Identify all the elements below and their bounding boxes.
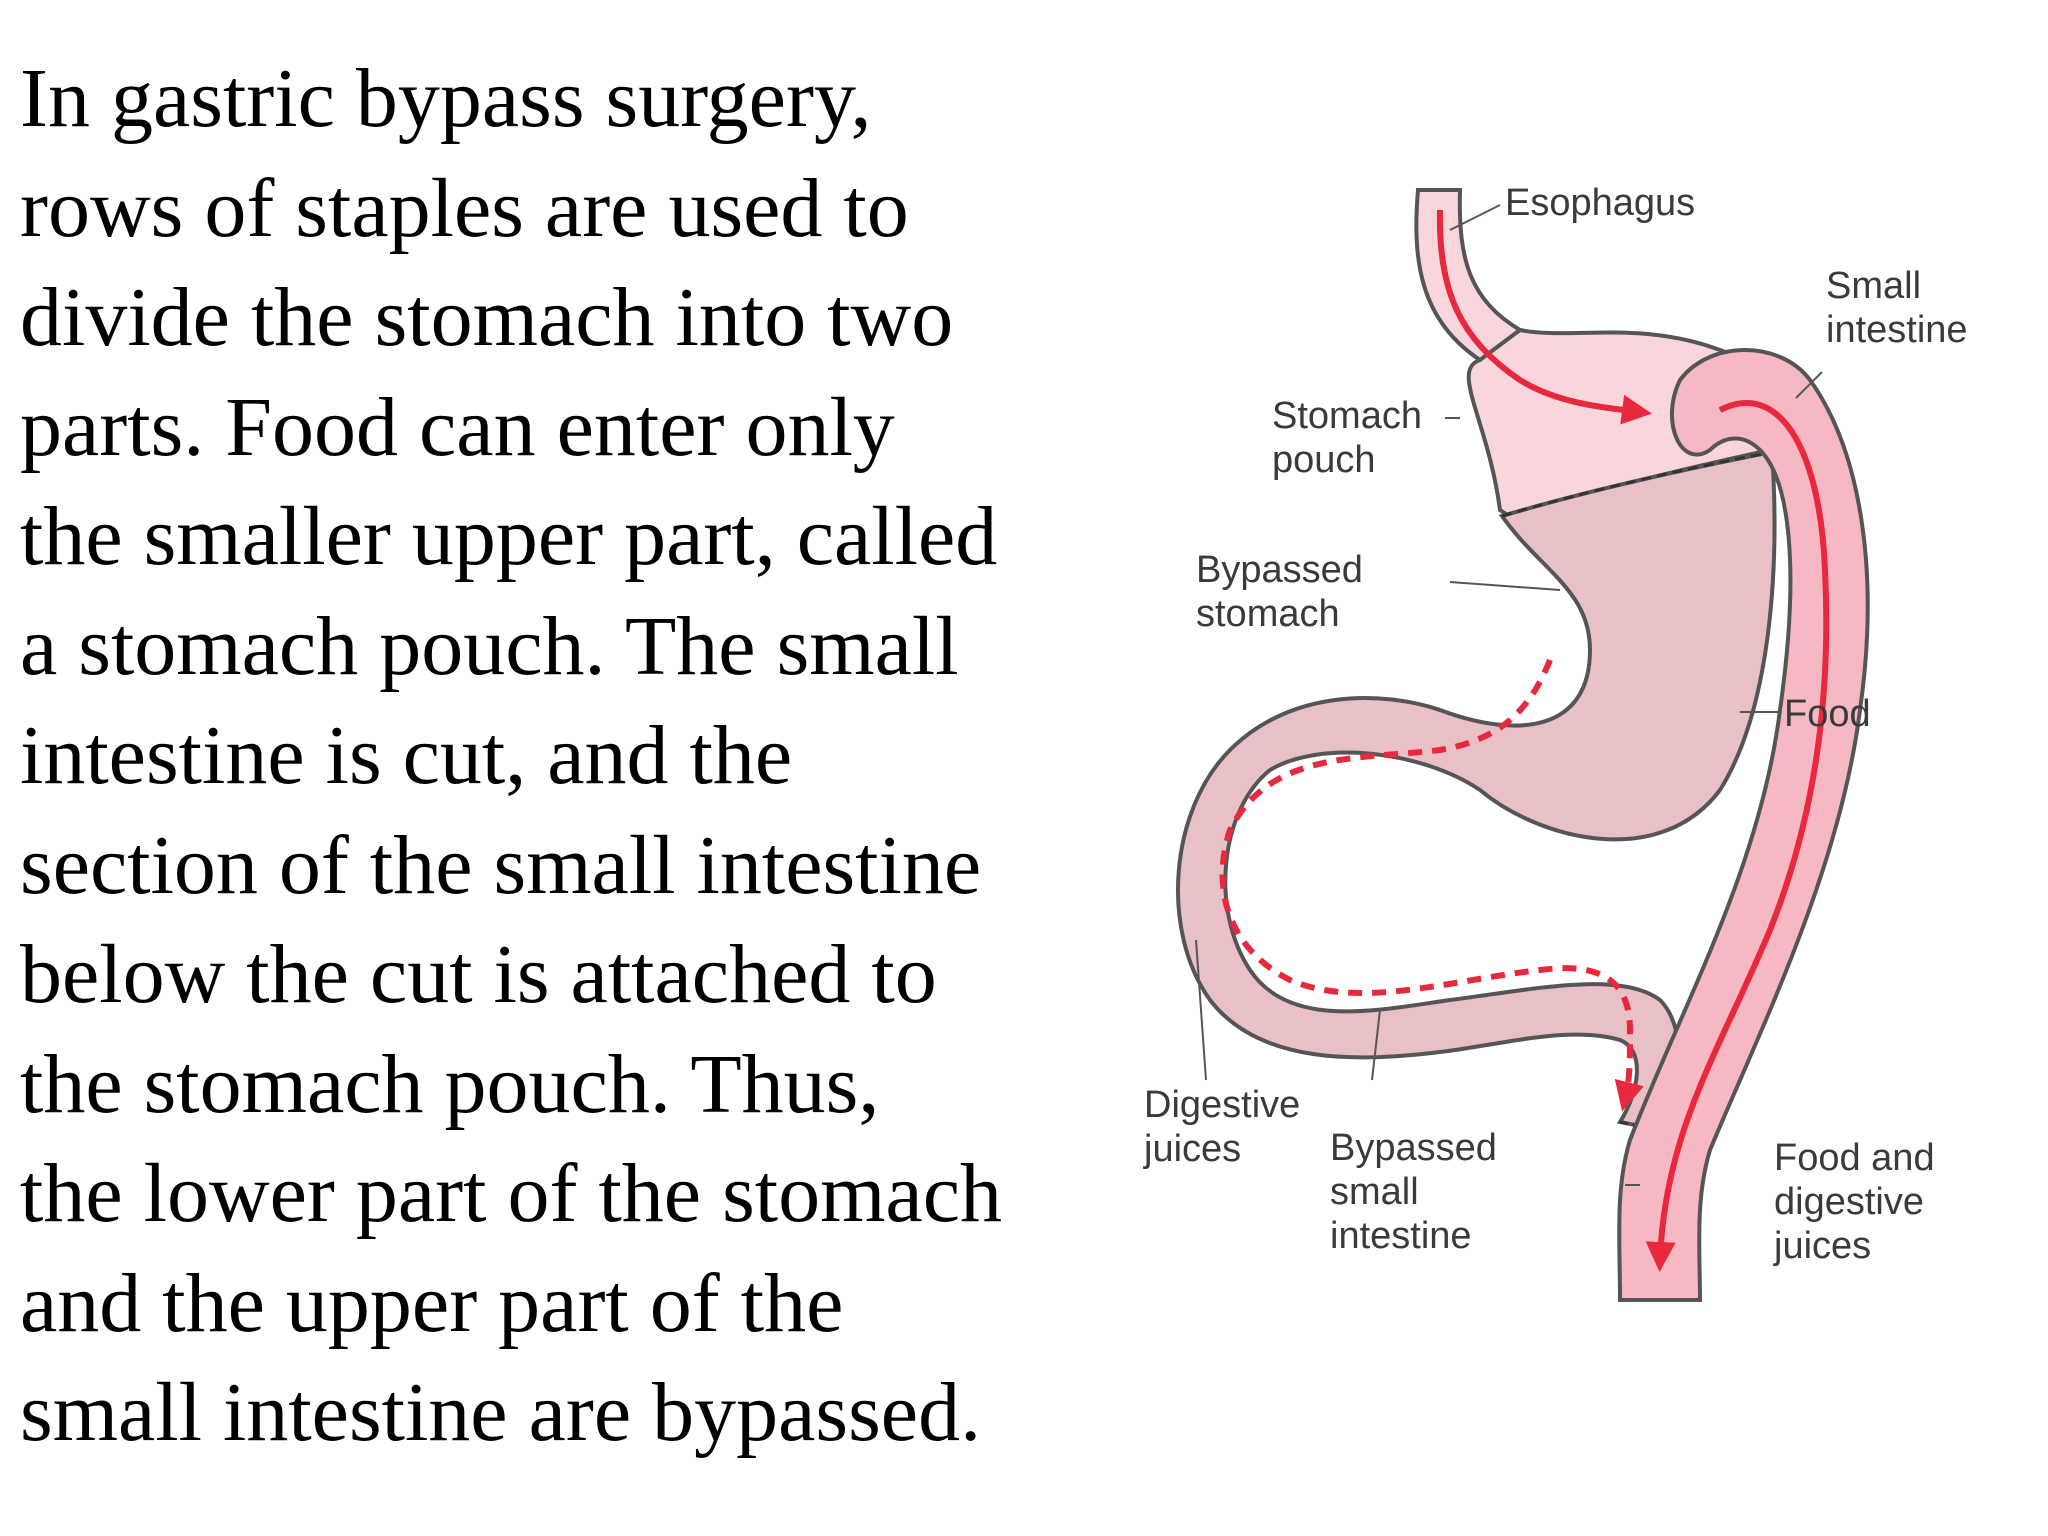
description-line: parts. Food can enter only xyxy=(20,380,895,474)
description-line: the lower part of the stomach xyxy=(20,1147,1002,1240)
label-small-intestine: Small intestine xyxy=(1826,265,1968,351)
description-line: divide the stomach into two xyxy=(20,271,954,364)
label-small-intestine-line: Small xyxy=(1826,265,1921,307)
food-arrow-intestine xyxy=(1645,400,1830,1272)
leader-lines xyxy=(1195,204,1823,1186)
label-esophagus: Esophagus xyxy=(1505,182,1695,224)
label-stomach-pouch-line: Stomach xyxy=(1272,395,1422,437)
label-food-and-digestive-juices-line: Food and xyxy=(1774,1137,1935,1179)
label-food-and-digestive-juices-line: digestive xyxy=(1774,1181,1924,1223)
description-line: small intestine are bypassed. xyxy=(20,1366,982,1459)
description-text: In gastric bypass surgery, rows of stapl… xyxy=(20,44,1140,1468)
label-food-and-digestive-juices: Food and digestive juices xyxy=(1773,1137,1945,1267)
food-arrow-esophagus xyxy=(1436,209,1652,425)
small-intestine-shape xyxy=(1617,348,1870,1302)
gastric-bypass-diagram: Esophagus Small intestine Stomach pouch … xyxy=(1143,182,1968,1302)
label-bypassed-small-intestine: Bypassed small intestine xyxy=(1330,1127,1507,1257)
label-small-intestine-line: intestine xyxy=(1826,309,1968,351)
description-line: and the upper part of the xyxy=(20,1256,844,1350)
description-line: In gastric bypass surgery, xyxy=(20,52,872,145)
label-bypassed-stomach-line: stomach xyxy=(1196,593,1340,635)
label-bypassed-stomach: Bypassed stomach xyxy=(1196,549,1373,635)
label-bypassed-small-intestine-line: intestine xyxy=(1330,1215,1472,1257)
label-stomach-pouch-line: pouch xyxy=(1272,439,1376,481)
bypassed-stomach-shape xyxy=(1176,449,1777,1133)
label-food-and-digestive-juices-line: juices xyxy=(1773,1225,1871,1267)
description-line: a stomach pouch. The small xyxy=(20,599,959,693)
description-line: section of the small intestine xyxy=(20,818,982,912)
label-digestive-juices: Digestive juices xyxy=(1143,1084,1311,1170)
label-bypassed-stomach-line: Bypassed xyxy=(1196,549,1363,591)
description-line: rows of staples are used to xyxy=(20,161,909,255)
label-digestive-juices-line: juices xyxy=(1143,1128,1241,1170)
label-bypassed-small-intestine-line: small xyxy=(1330,1171,1419,1213)
description-line: the stomach pouch. Thus, xyxy=(20,1037,880,1131)
label-bypassed-small-intestine-line: Bypassed xyxy=(1330,1127,1497,1169)
description-line: intestine is cut, and the xyxy=(20,709,793,802)
digestive-juices-arrow xyxy=(1219,658,1644,1112)
staple-line xyxy=(1501,450,1773,518)
label-stomach-pouch: Stomach pouch xyxy=(1272,395,1433,481)
description-line: below the cut is attached to xyxy=(20,928,937,1021)
label-digestive-juices-line: Digestive xyxy=(1144,1084,1300,1126)
label-food: Food xyxy=(1784,693,1871,735)
description-line: the smaller upper part, called xyxy=(20,490,998,583)
